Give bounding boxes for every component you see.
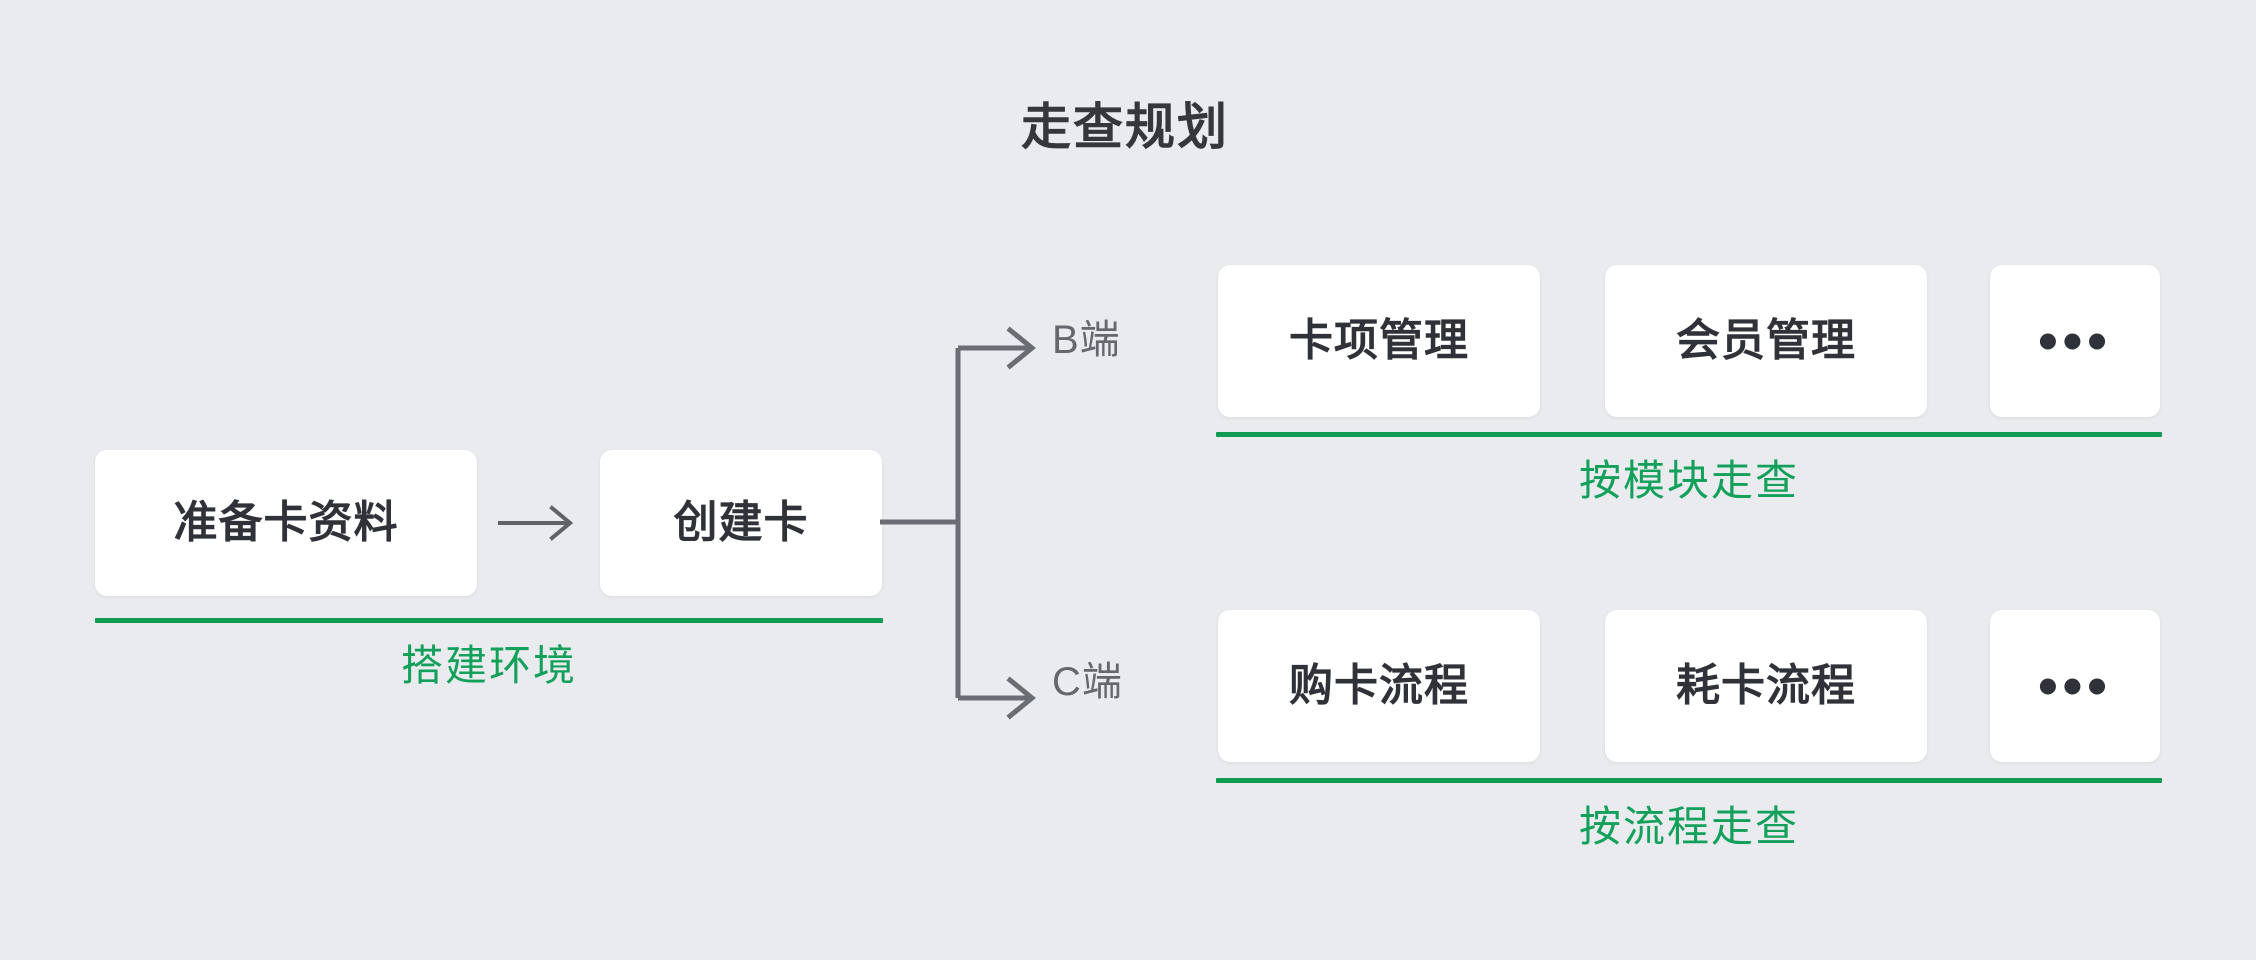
branch-connector-lines xyxy=(880,326,1036,720)
page-title: 走查规划 xyxy=(0,102,2256,152)
card-label: 准备卡资料 xyxy=(173,498,399,547)
card-more-flows[interactable]: ••• xyxy=(1990,610,2160,762)
flow-row-caption: 按流程走查 xyxy=(1578,803,1799,850)
card-label: 购卡流程 xyxy=(1289,661,1469,710)
card-card-item-management[interactable]: 卡项管理 xyxy=(1218,265,1540,417)
card-label: 卡项管理 xyxy=(1289,316,1469,365)
right-arrow-icon xyxy=(498,505,574,541)
card-label: 创建卡 xyxy=(673,498,809,547)
card-member-management[interactable]: 会员管理 xyxy=(1605,265,1927,417)
card-label: 耗卡流程 xyxy=(1676,661,1856,710)
setup-stage-underline xyxy=(95,618,883,623)
card-create-card[interactable]: 创建卡 xyxy=(600,450,882,596)
module-row-underline xyxy=(1216,432,2162,437)
ellipsis-icon: ••• xyxy=(2038,653,2112,717)
setup-stage-caption: 搭建环境 xyxy=(400,642,577,689)
flow-row-underline xyxy=(1216,778,2162,783)
page-title-text: 走查规划 xyxy=(1021,99,1229,155)
card-more-modules[interactable]: ••• xyxy=(1990,265,2160,417)
module-row-caption: 按模块走查 xyxy=(1578,457,1799,504)
card-card-purchase-flow[interactable]: 购卡流程 xyxy=(1218,610,1540,762)
branch-label-b-end: B端 xyxy=(1052,318,1121,362)
branch-label-c-end: C端 xyxy=(1052,660,1123,704)
card-card-consumption-flow[interactable]: 耗卡流程 xyxy=(1605,610,1927,762)
card-label: 会员管理 xyxy=(1676,316,1856,365)
card-prepare-card-materials[interactable]: 准备卡资料 xyxy=(95,450,477,596)
ellipsis-icon: ••• xyxy=(2038,308,2112,372)
